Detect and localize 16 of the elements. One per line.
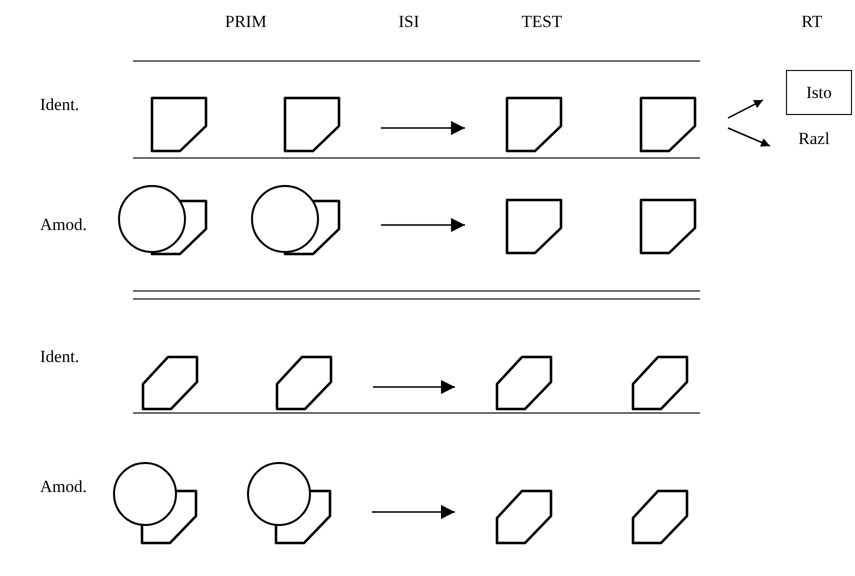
row-label: Amod.: [40, 215, 87, 235]
answer-box: Isto: [786, 70, 852, 115]
column-header: TEST: [522, 12, 562, 32]
row-label: Ident.: [40, 95, 80, 115]
arrow: [728, 99, 764, 119]
column-header: RT: [802, 12, 822, 32]
arrow: [373, 380, 455, 394]
row-label: Amod.: [40, 477, 87, 497]
arrow: [381, 218, 465, 232]
answer-label: Razl: [793, 127, 835, 151]
column-header: ISI: [398, 12, 420, 32]
row-label: Ident.: [40, 347, 80, 367]
arrow: [728, 127, 770, 147]
arrow: [372, 505, 455, 519]
column-header: PRIM: [225, 12, 267, 32]
arrow: [381, 121, 465, 135]
